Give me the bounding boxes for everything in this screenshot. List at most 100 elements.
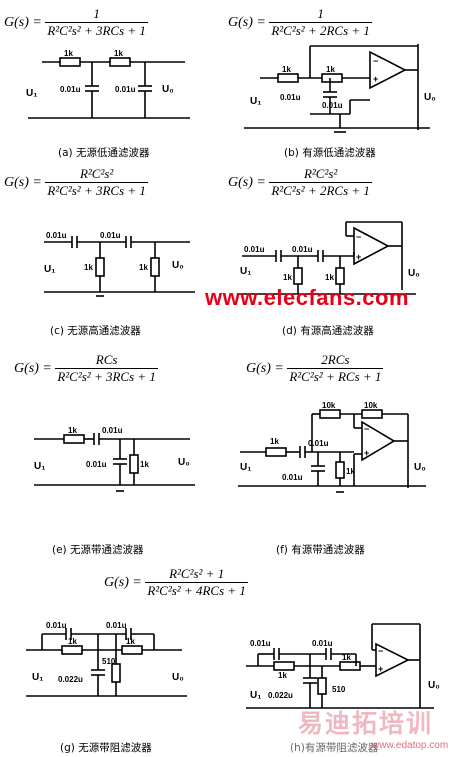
label-output: U₀ (172, 260, 184, 271)
opamp-plus: + (356, 252, 361, 262)
label-c2: 0.01u (282, 473, 303, 482)
circuit-g: 0.01u 0.01u 1k 1k 510 0.022u U₁ U₀ (26, 621, 187, 697)
formula-numerator: RCs (95, 352, 118, 367)
formula-denominator: R²C²s² + RCs + 1 (287, 368, 384, 384)
formula-fraction: R²C²s² R²C²s² + 2RCs + 1 (269, 166, 372, 199)
watermark-peixun-url: www.edatop.com (372, 740, 449, 751)
label-output: U₀ (428, 680, 440, 691)
caption-h: (h)有源带阻滤波器 (290, 742, 379, 754)
label-c2: 0.01u (292, 245, 313, 254)
formula-numerator: R²C²s² (79, 166, 114, 181)
opamp-plus: + (373, 74, 378, 84)
caption-a: (a) 无源低通滤波器 (58, 147, 150, 159)
formula-fraction: 1 R²C²s² + 3RCs + 1 (45, 6, 148, 39)
label-c1: 0.01u (102, 426, 123, 435)
label-r4: 10k (364, 401, 378, 410)
label-c2: 0.01u (322, 101, 343, 110)
label-c3: 0.022u (58, 675, 83, 684)
label-input: U₁ (34, 461, 45, 472)
formula-numerator: R²C²s² (303, 166, 338, 181)
opamp-plus: + (364, 448, 369, 458)
label-input: U₁ (26, 88, 37, 99)
label-r2: 1k (346, 467, 355, 476)
circuit-c: 0.01u 0.01u 1k 1k U₁ U₀ (44, 231, 195, 297)
formula-lhs: G(s) = (14, 360, 52, 376)
formula-denominator: R²C²s² + 2RCs + 1 (269, 22, 372, 38)
label-r1: 1k (84, 263, 93, 272)
formula-lhs: G(s) = (228, 174, 266, 190)
opamp-minus: − (373, 56, 378, 66)
label-input: U₁ (32, 672, 43, 683)
label-r3: 510 (332, 685, 346, 694)
label-r1: 1k (68, 637, 77, 646)
label-r3: 10k (322, 401, 336, 410)
label-r2: 1k (326, 65, 335, 74)
formula-c: G(s) = R²C²s² R²C²s² + 3RCs + 1 (4, 166, 148, 199)
label-c1: 0.01u (46, 231, 67, 240)
label-output: U₀ (414, 462, 426, 473)
opamp-minus: − (378, 646, 383, 656)
label-input: U₁ (240, 266, 251, 277)
label-output: U₀ (172, 672, 184, 683)
label-r1: 1k (282, 65, 291, 74)
label-r2: 1k (114, 49, 123, 58)
formula-a: G(s) = 1 R²C²s² + 3RCs + 1 (4, 6, 148, 39)
watermark-peixun: 易迪拓培训 (298, 709, 434, 738)
label-c1: 0.01u (280, 93, 301, 102)
label-output: U₀ (424, 92, 436, 103)
formula-numerator: 1 (317, 6, 324, 21)
circuit-a: 1k 1k 0.01u 0.01u U₁ U₀ (26, 49, 190, 119)
label-c2: 0.01u (106, 621, 127, 630)
formula-fraction: R²C²s² R²C²s² + 3RCs + 1 (45, 166, 148, 199)
label-c3: 0.022u (268, 691, 293, 700)
caption-d: (d) 有源高通滤波器 (282, 325, 374, 337)
formula-lhs: G(s) = (4, 174, 42, 190)
label-r1: 1k (64, 49, 73, 58)
label-c1: 0.01u (46, 621, 67, 630)
formula-d: G(s) = R²C²s² R²C²s² + 2RCs + 1 (228, 166, 372, 199)
formula-fraction: 1 R²C²s² + 2RCs + 1 (269, 6, 372, 39)
label-c2: 0.01u (86, 460, 107, 469)
watermark-elecfans: www.elecfans.com (205, 285, 410, 310)
formula-fraction: 2RCs R²C²s² + RCs + 1 (287, 352, 384, 385)
label-c1: 0.01u (60, 85, 81, 94)
label-r1: 1k (270, 437, 279, 446)
label-input: U₁ (250, 96, 261, 107)
label-r2: 1k (140, 460, 149, 469)
label-input: U₁ (44, 264, 55, 275)
label-input: U₁ (240, 462, 251, 473)
circuit-e: 1k 0.01u 0.01u 1k U₁ U₀ (34, 426, 195, 492)
label-output: U₀ (162, 84, 174, 95)
formula-lhs: G(s) = (104, 574, 142, 590)
formula-denominator: R²C²s² + 3RCs + 1 (45, 22, 148, 38)
circuit-h: 0.01u 0.01u 1k 1k 510 0.022u U₁ U₀ − + (246, 623, 440, 709)
label-r3: 510 (102, 657, 116, 666)
caption-f: (f) 有源带通滤波器 (276, 544, 365, 556)
label-c2: 0.01u (312, 639, 333, 648)
opamp-minus: − (356, 232, 361, 242)
label-c1: 0.01u (308, 439, 329, 448)
label-r2: 1k (139, 263, 148, 272)
label-c2: 0.01u (100, 231, 121, 240)
formula-lhs: G(s) = (228, 14, 266, 30)
formula-denominator: R²C²s² + 4RCs + 1 (145, 582, 248, 598)
circuit-b: 1k 1k 0.01u 0.01u U₁ U₀ − + (244, 44, 436, 133)
formula-numerator: 1 (93, 6, 100, 21)
label-r1: 1k (278, 671, 287, 680)
opamp-plus: + (378, 664, 383, 674)
label-r2: 1k (342, 653, 351, 662)
opamp-minus: − (364, 424, 369, 434)
label-r2: 1k (126, 637, 135, 646)
formula-g: G(s) = R²C²s² + 1 R²C²s² + 4RCs + 1 (104, 566, 248, 599)
label-r2: 1k (325, 273, 334, 282)
formula-f: G(s) = 2RCs R²C²s² + RCs + 1 (246, 352, 384, 385)
formula-e: G(s) = RCs R²C²s² + 3RCs + 1 (14, 352, 158, 385)
formula-lhs: G(s) = (246, 360, 284, 376)
label-c2: 0.01u (115, 85, 136, 94)
label-c1: 0.01u (244, 245, 265, 254)
formula-fraction: RCs R²C²s² + 3RCs + 1 (55, 352, 158, 385)
caption-e: (e) 无源带通滤波器 (52, 544, 144, 556)
label-c1: 0.01u (250, 639, 271, 648)
caption-b: (b) 有源低通滤波器 (284, 147, 376, 159)
formula-fraction: R²C²s² + 1 R²C²s² + 4RCs + 1 (145, 566, 248, 599)
